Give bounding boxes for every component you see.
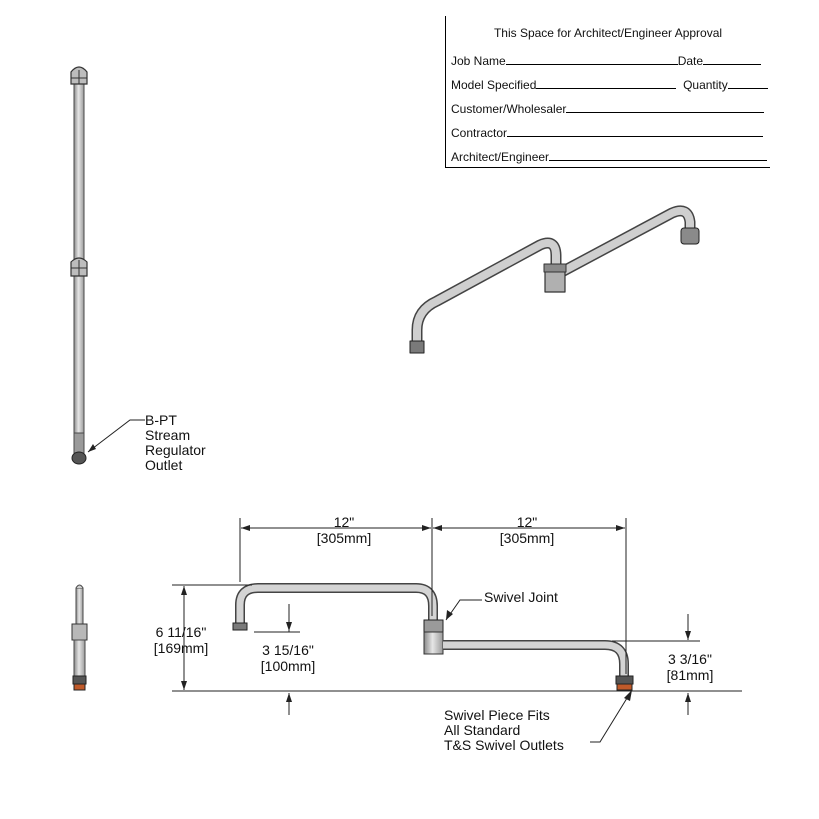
job-name-label: Job Name bbox=[451, 54, 506, 68]
approval-row-job: Job Name Date bbox=[451, 52, 762, 68]
dim-span-left-mm-wrap: [305mm] bbox=[316, 530, 372, 546]
dim-spout-drop-in: 3 15/16" bbox=[262, 642, 314, 658]
date-blank bbox=[703, 52, 762, 65]
dim-span-right-mm-wrap: [305mm] bbox=[499, 530, 555, 546]
dim-spout-drop: 3 15/16" [100mm] bbox=[256, 642, 320, 674]
quantity-blank bbox=[727, 76, 768, 89]
dim-spout-drop-mm: 100mm bbox=[264, 658, 312, 674]
small-side-nut bbox=[71, 623, 88, 641]
isometric-view bbox=[409, 205, 700, 354]
approval-title: This Space for Architect/Engineer Approv… bbox=[493, 26, 723, 40]
dim-swivel-height-mm: 81mm bbox=[670, 667, 710, 683]
quantity-label: Quantity bbox=[683, 78, 728, 92]
outlet-label-line1: B-PT bbox=[145, 412, 177, 428]
middle-nut bbox=[70, 257, 88, 277]
iso-outlet-tip bbox=[409, 340, 425, 354]
dimension-lines bbox=[172, 518, 742, 743]
top-nut bbox=[70, 66, 88, 85]
model-blank bbox=[536, 76, 677, 89]
date-label: Date bbox=[677, 54, 704, 68]
iso-inlet-nut bbox=[680, 227, 700, 245]
dim-span-left-in: 12" bbox=[333, 514, 355, 530]
dim-height-total: 6 11/16" [169mm] bbox=[150, 624, 212, 656]
small-side-pipe-cap bbox=[75, 584, 84, 589]
front-inlet-dark-ring bbox=[615, 675, 634, 685]
customer-label: Customer/Wholesaler bbox=[451, 102, 567, 116]
outlet-label-line3: Regulator bbox=[145, 442, 206, 458]
dim-span-left: 12" [305mm] bbox=[313, 514, 375, 546]
dim-height-total-mm-wrap: [169mm] bbox=[153, 640, 209, 656]
outlet-leader-arrow bbox=[88, 444, 96, 452]
front-lower-pipe-outline bbox=[443, 640, 629, 678]
approval-row-architect: Architect/Engineer bbox=[451, 148, 768, 164]
swivel-fits-label: Swivel Piece Fits All Standard T&S Swive… bbox=[444, 708, 564, 753]
front-inlet-orange-ring bbox=[616, 683, 633, 691]
dimension-arrows bbox=[181, 525, 691, 702]
dim-height-total-mm: 169mm bbox=[157, 640, 205, 656]
dim-span-right: 12" [305mm] bbox=[496, 514, 558, 546]
outlet-body bbox=[73, 432, 85, 454]
outlet-label: B-PT Stream Regulator Outlet bbox=[145, 413, 206, 473]
architect-label: Architect/Engineer bbox=[451, 150, 550, 164]
iso-pipe-left-outline bbox=[411, 237, 562, 352]
dim-swivel-height-mm-wrap: [81mm] bbox=[666, 667, 714, 683]
dim-span-right-in: 12" bbox=[516, 514, 538, 530]
iso-pipe-left bbox=[413, 239, 560, 350]
approval-row-contractor: Contractor bbox=[451, 124, 764, 140]
approval-box: This Space for Architect/Engineer Approv… bbox=[445, 16, 770, 168]
front-swivel-body bbox=[423, 631, 444, 655]
small-side-orange-ring bbox=[73, 683, 86, 691]
dim-swivel-height: 3 3/16" [81mm] bbox=[660, 651, 720, 683]
outlet-label-line4: Outlet bbox=[145, 457, 183, 473]
outlet-tip bbox=[71, 451, 87, 465]
swivel-fits-line3: T&S Swivel Outlets bbox=[444, 737, 564, 753]
swivel-fits-line1: Swivel Piece Fits bbox=[444, 707, 550, 723]
dim-span-right-mm: 305mm bbox=[503, 530, 551, 546]
outlet-label-line2: Stream bbox=[145, 427, 191, 443]
small-side-pipe-top bbox=[75, 587, 84, 627]
contractor-label: Contractor bbox=[451, 126, 508, 140]
small-side-body bbox=[73, 639, 86, 677]
contractor-blank bbox=[507, 124, 764, 137]
architect-blank bbox=[549, 148, 768, 161]
front-elevation bbox=[172, 518, 742, 743]
approval-row-customer: Customer/Wholesaler bbox=[451, 100, 765, 116]
front-outlet-tip bbox=[232, 622, 248, 631]
dim-spout-drop-mm-wrap: [100mm] bbox=[260, 658, 316, 674]
front-swivel-nut bbox=[423, 619, 444, 633]
front-spout bbox=[236, 584, 437, 625]
dim-swivel-height-in: 3 3/16" bbox=[668, 651, 712, 667]
approval-row-model: Model Specified Quantity bbox=[451, 76, 768, 92]
small-side-dark-ring bbox=[72, 675, 87, 685]
side-view-vertical bbox=[70, 66, 145, 465]
outlet-leader-line bbox=[87, 419, 145, 453]
swivel-joint-label: Swivel Joint bbox=[484, 589, 558, 605]
iso-pipe-right bbox=[552, 206, 694, 279]
swivel-fits-line2: All Standard bbox=[444, 722, 521, 738]
front-spout-outline bbox=[235, 583, 438, 625]
customer-blank bbox=[566, 100, 765, 113]
model-specified-label: Model Specified bbox=[451, 78, 537, 92]
front-lower-pipe bbox=[443, 641, 628, 678]
job-name-blank bbox=[505, 52, 678, 65]
dim-span-left-mm: 305mm bbox=[320, 530, 368, 546]
iso-swivel-nut bbox=[543, 263, 567, 273]
dim-height-total-in: 6 11/16" bbox=[155, 624, 207, 640]
small-side-view bbox=[71, 584, 88, 691]
